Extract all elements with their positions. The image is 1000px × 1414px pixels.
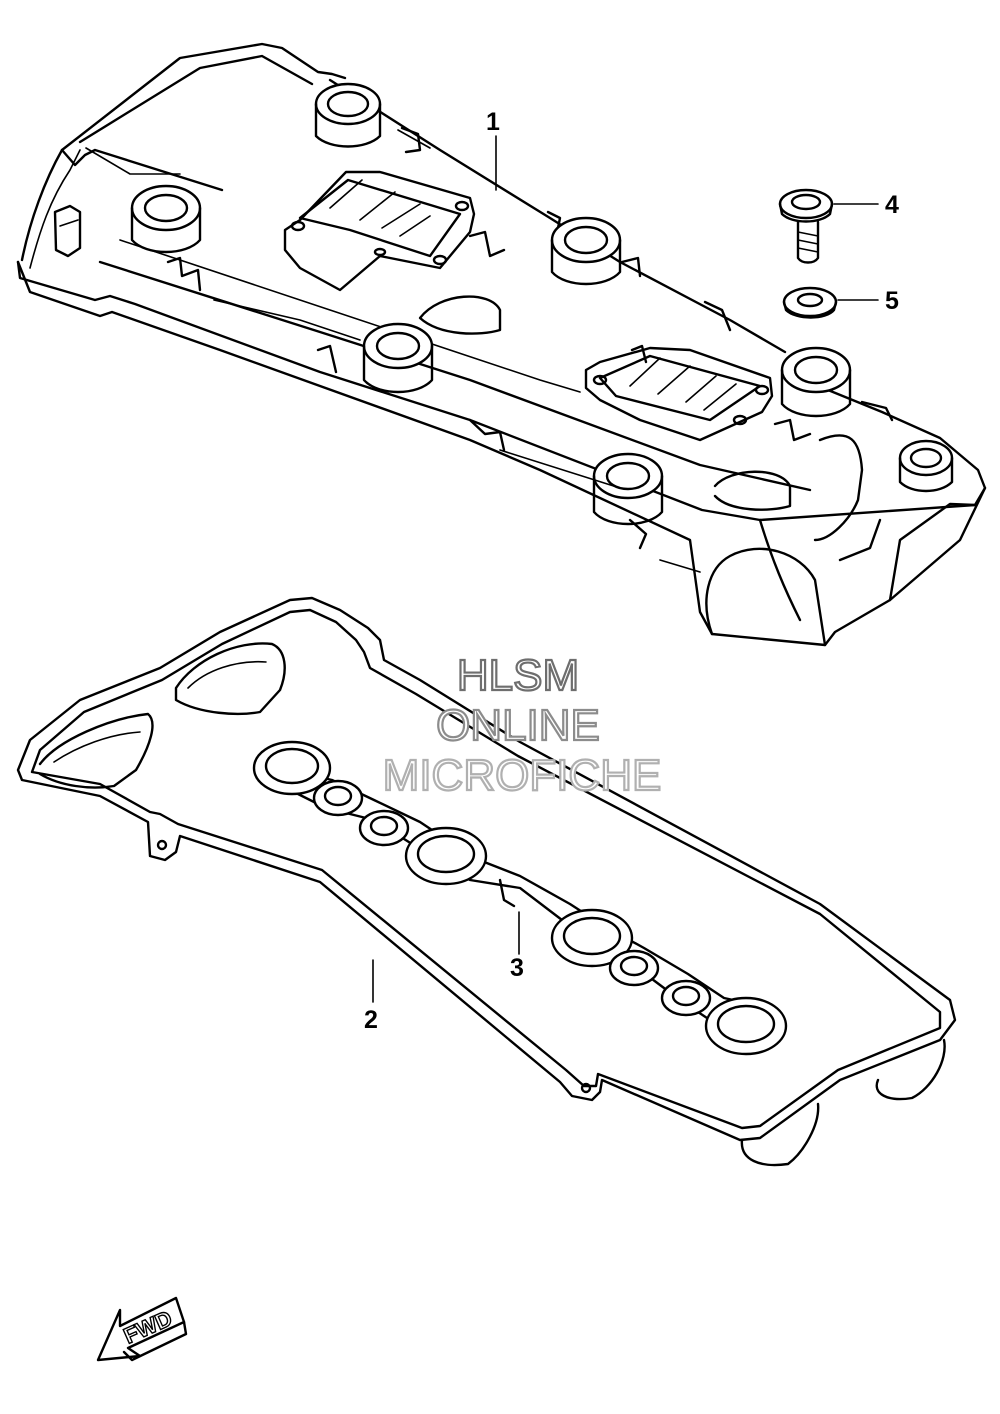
bolt-boss-7 [898,439,954,493]
gasket-ring-6 [608,949,660,987]
bolt-seal-washer[interactable] [782,286,838,319]
gasket-ring-3 [358,809,410,847]
watermark-line-3: MICROFICHE [383,751,662,800]
bolt-boss-1 [314,82,382,148]
gasket-ring-8 [704,996,788,1056]
bolt-boss-2 [130,184,202,254]
spark-plug-well-gasket[interactable] [252,740,788,1056]
fwd-arrow: FWD [96,1296,188,1362]
breather-port-lower [584,346,774,442]
cover-bolt[interactable] [778,188,834,264]
watermark-line-1: HLSM [457,651,579,700]
watermark: HLSM ONLINE MICROFICHE [382,650,663,801]
bolt-boss-5 [780,346,852,418]
watermark-line-2: ONLINE [436,701,600,750]
cover-gasket[interactable] [16,596,957,1167]
breather-port-upper [283,170,476,292]
gasket-ring-5 [550,908,634,968]
leader-lines [372,135,879,1003]
gasket-ring-2 [312,779,364,817]
callout-2: 2 [364,1006,378,1034]
bolt-boss-4 [362,322,434,394]
cylinder-head-cover[interactable] [16,42,987,647]
callout-1: 1 [486,108,500,136]
bolt-boss-6 [592,452,664,526]
bolt-boss-3 [550,216,622,286]
callout-3: 3 [510,954,524,982]
gasket-ring-4 [404,826,488,886]
gasket-ring-1 [252,740,332,796]
callout-5: 5 [885,287,899,315]
callout-4: 4 [885,191,899,219]
gasket-ring-7 [660,979,712,1017]
